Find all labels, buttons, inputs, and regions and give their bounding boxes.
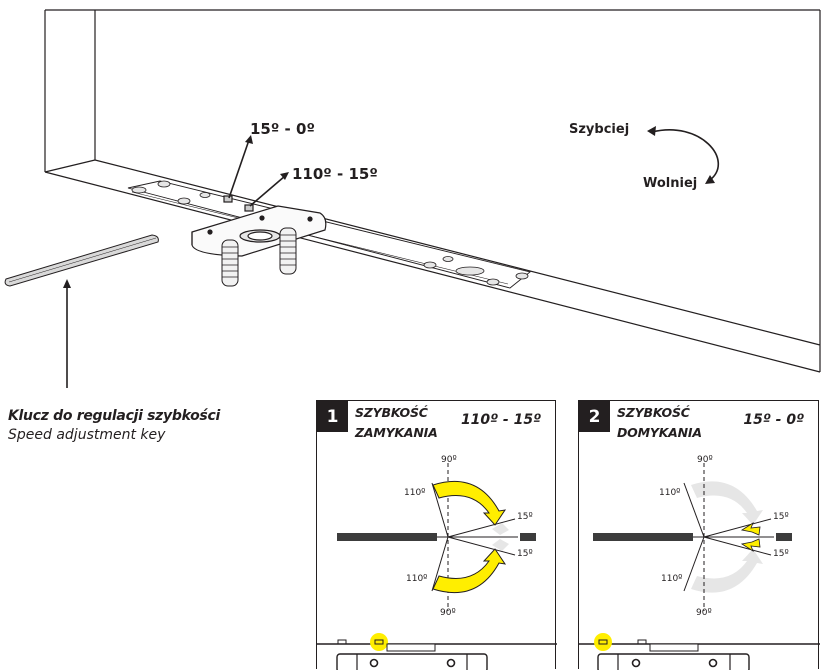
panel-title-line2: DOMYKANIA bbox=[617, 425, 702, 440]
latching-speed-diagram bbox=[579, 463, 820, 670]
callout-arrow-110-15 bbox=[249, 175, 286, 207]
line-15-upper bbox=[447, 518, 516, 538]
panel-title-line2: ZAMYKANIA bbox=[355, 425, 438, 440]
line-110-upper bbox=[683, 482, 705, 538]
door-bar-left bbox=[593, 533, 693, 541]
inactive-arc-lower bbox=[691, 549, 763, 593]
valve-15-0 bbox=[223, 195, 233, 203]
door-outline bbox=[44, 9, 821, 373]
screw-holes bbox=[131, 180, 529, 286]
adjust-screw-highlight bbox=[370, 633, 388, 651]
panel-title-line1: SZYBKOŚĆ bbox=[617, 405, 690, 420]
inactive-small-arrow-lower bbox=[492, 539, 509, 551]
panel-range: 15º - 0º bbox=[743, 412, 804, 428]
panel-title: SZYBKOŚĆ DOMYKANIA bbox=[617, 403, 702, 443]
angle-label-110-lower: 110º bbox=[661, 574, 683, 584]
closer-housing bbox=[336, 653, 488, 670]
adjust-screw-highlight bbox=[594, 633, 612, 651]
highlight-small-arrow-upper bbox=[740, 521, 761, 536]
angle-label-90-bottom: 90º bbox=[696, 608, 712, 618]
angle-label-110-lower: 110º bbox=[406, 574, 428, 584]
panel-range: 110º - 15º bbox=[460, 412, 541, 428]
closing-speed-diagram bbox=[317, 463, 557, 670]
highlight-arc-upper bbox=[432, 480, 507, 526]
panel-title-line1: SZYBKOŚĆ bbox=[355, 405, 428, 420]
angle-label-15-upper: 15º bbox=[773, 512, 789, 522]
callout-110-15: 110º - 15º bbox=[292, 165, 378, 183]
speed-adjustment-key-illustration bbox=[4, 234, 159, 287]
angle-label-90-bottom: 90º bbox=[440, 608, 456, 618]
door-bar-left bbox=[337, 533, 437, 541]
mounting-plate bbox=[127, 180, 531, 289]
angle-label-15-lower: 15º bbox=[773, 549, 789, 559]
angle-label-110-upper: 110º bbox=[404, 488, 426, 498]
angle-label-90-top: 90º bbox=[441, 455, 457, 465]
callout-arrow-15-0 bbox=[228, 139, 250, 199]
label-slower: Wolniej bbox=[643, 176, 698, 191]
door-closer-illustration bbox=[4, 9, 821, 388]
valve-110-15 bbox=[244, 204, 254, 212]
angle-label-90-top: 90º bbox=[697, 455, 713, 465]
panel-number: 2 bbox=[579, 401, 610, 432]
highlight-arc-lower bbox=[432, 548, 507, 594]
line-110-lower bbox=[431, 536, 449, 592]
line-110-upper bbox=[431, 482, 449, 538]
panel-latching-speed: 2 SZYBKOŚĆ DOMYKANIA 15º - 0º 90º 90º 11… bbox=[578, 400, 820, 670]
closer-housing bbox=[597, 653, 750, 670]
label-faster: Szybciej bbox=[569, 122, 630, 137]
key-caption-polish: Klucz do regulacji szybkości bbox=[8, 408, 220, 424]
panel-closing-speed: 1 SZYBKOŚĆ ZAMYKANIA 110º - 15º 90º 90º … bbox=[316, 400, 557, 670]
speed-direction-arrow bbox=[651, 129, 720, 181]
line-15-lower bbox=[703, 536, 772, 556]
key-caption: Klucz do regulacji szybkości Speed adjus… bbox=[8, 407, 220, 445]
key-caption-english: Speed adjustment key bbox=[8, 427, 166, 443]
door-bar-right bbox=[520, 533, 536, 541]
angle-label-15-upper: 15º bbox=[517, 512, 533, 522]
angle-label-110-upper: 110º bbox=[659, 488, 681, 498]
panel-number: 1 bbox=[317, 401, 348, 432]
highlight-small-arrow-lower bbox=[740, 538, 761, 553]
threaded-pins bbox=[221, 227, 297, 287]
callout-15-0: 15º - 0º bbox=[250, 120, 315, 138]
line-15-upper bbox=[703, 518, 772, 538]
inactive-arc-upper bbox=[691, 481, 763, 525]
angle-label-15-lower: 15º bbox=[517, 549, 533, 559]
line-110-lower bbox=[683, 536, 705, 592]
door-bar-right bbox=[776, 533, 792, 541]
inactive-small-arrow-upper bbox=[492, 523, 509, 535]
line-15-lower bbox=[447, 536, 516, 556]
panel-title: SZYBKOŚĆ ZAMYKANIA bbox=[355, 403, 438, 443]
